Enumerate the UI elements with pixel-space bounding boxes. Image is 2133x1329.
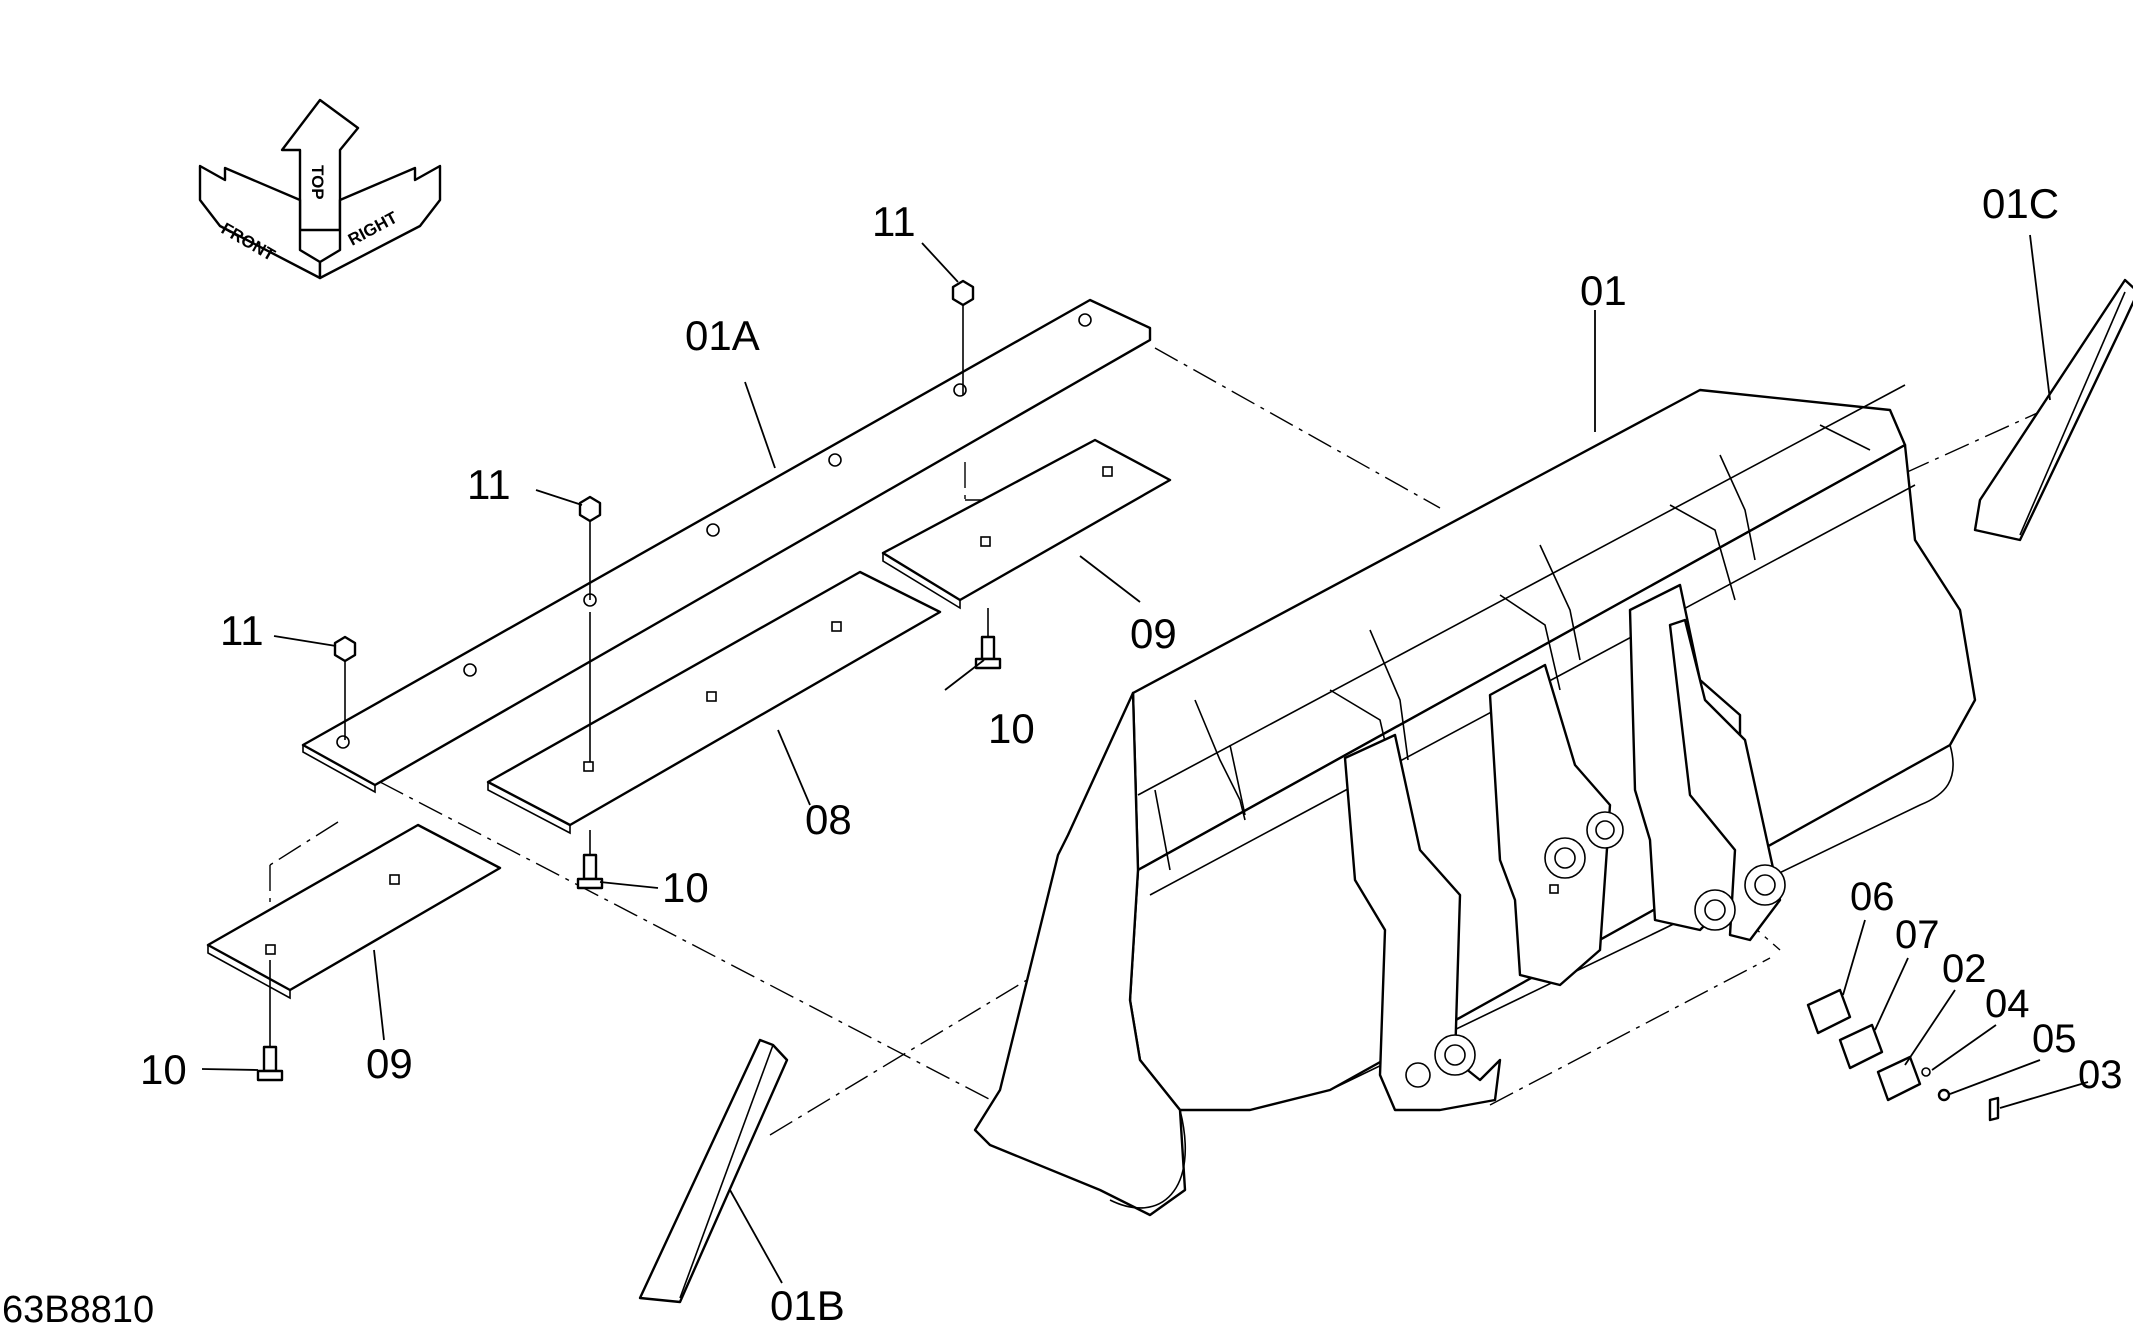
callout-10-left: 10 <box>140 1046 187 1093</box>
drawing-number: 63B8810 <box>2 1289 154 1329</box>
small-parts <box>1806 988 2000 1122</box>
washer-05 <box>1937 1088 1951 1102</box>
plate-02 <box>1876 1055 1922 1102</box>
callout-10-mid: 10 <box>988 705 1035 752</box>
callout-09-lower: 09 <box>366 1040 413 1087</box>
bolt-03 <box>1988 1096 2000 1122</box>
nut-11-mid <box>578 495 602 762</box>
bolt-10-left <box>256 960 284 1082</box>
plate-07 <box>1838 1023 1884 1070</box>
callout-05: 05 <box>2032 1017 2077 1061</box>
edge-segment-plate-09-lower <box>206 823 502 1000</box>
callout-08: 08 <box>805 796 852 843</box>
bolt-10-center <box>576 830 604 890</box>
callout-01: 01 <box>1580 267 1627 314</box>
alignment-lines <box>269 347 2056 1136</box>
callout-02: 02 <box>1942 947 1987 991</box>
plate-06 <box>1806 988 1852 1035</box>
callout-01A: 01A <box>685 312 760 359</box>
callout-09-upper: 09 <box>1130 610 1177 657</box>
nut-11-top <box>951 279 975 395</box>
callout-03: 03 <box>2078 1053 2123 1097</box>
callout-10-center: 10 <box>662 864 709 911</box>
orientation-indicator: FRONT TOP RIGHT <box>198 98 442 280</box>
edge-segment-plate-08 <box>486 570 942 835</box>
callout-06: 06 <box>1850 875 1895 919</box>
right-arrow-shape <box>318 164 442 280</box>
side-plate-01B <box>638 1038 789 1304</box>
callout-11-mid: 11 <box>467 461 511 508</box>
callout-11-left: 11 <box>220 607 264 654</box>
callout-11-top: 11 <box>872 198 916 245</box>
callout-04: 04 <box>1985 982 2030 1026</box>
bucket-body-01 <box>973 384 1977 1217</box>
bolt-10-mid <box>974 608 1002 670</box>
callout-01C: 01C <box>1982 180 2059 227</box>
hardware <box>256 279 1002 1082</box>
callout-01B: 01B <box>770 1282 845 1329</box>
nut-11-left <box>333 635 357 740</box>
top-label: TOP <box>308 165 327 200</box>
leader-lines <box>201 234 2089 1284</box>
front-arrow-shape <box>198 164 322 280</box>
callout-07: 07 <box>1895 913 1940 957</box>
washer-04 <box>1921 1067 1931 1077</box>
side-plate-01C <box>1973 278 2133 542</box>
edge-segment-plate-09-upper <box>881 438 1172 610</box>
callout-labels: 11 01A 11 11 09 10 08 10 10 09 01B 01 01… <box>140 180 2123 1329</box>
